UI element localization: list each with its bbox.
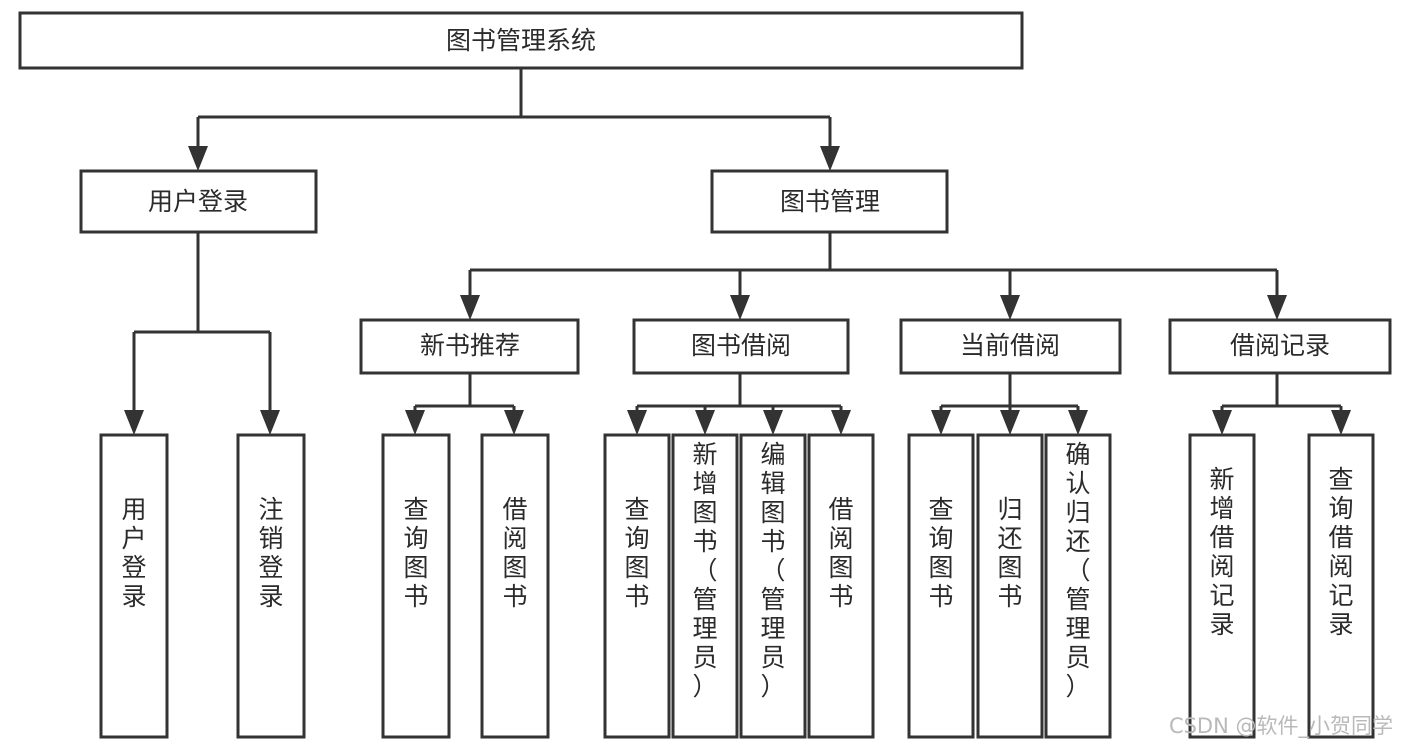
arrowhead-borrow-record-leaf-1 xyxy=(1212,410,1232,435)
leaf-node[interactable]: 注销登录 xyxy=(236,433,306,739)
leaf-node[interactable]: 查询图书 xyxy=(381,433,451,739)
leaf-label-user-login-1: 用户登录 xyxy=(121,495,146,611)
arrowhead-book-borrow-leaf-2 xyxy=(695,410,715,435)
node-borrow-record-box[interactable] xyxy=(1168,318,1392,375)
leaf-node[interactable]: 编辑图书（管理员） xyxy=(739,433,807,739)
node-user-login-label: 用户登录 xyxy=(148,187,248,216)
node-current-borrow-label: 当前借阅 xyxy=(960,331,1060,360)
leaf-node[interactable]: 归还图书 xyxy=(976,433,1044,739)
node-borrow-record-label: 借阅记录 xyxy=(1230,331,1330,360)
node-current-borrow[interactable]: 当前借阅 xyxy=(899,318,1122,375)
leaf-box-book-borrow-2[interactable] xyxy=(671,433,739,739)
leaf-node[interactable]: 确认归还（管理员） xyxy=(1044,433,1112,739)
leaf-label-user-login-2: 注销登录 xyxy=(258,495,283,611)
leaf-box-current-borrow-3[interactable] xyxy=(1044,433,1112,739)
node-book-manage[interactable]: 图书管理 xyxy=(710,169,949,234)
leaf-box-user-login-2[interactable] xyxy=(236,433,306,739)
leaf-label-borrow-record-2: 查询借阅记录 xyxy=(1328,465,1353,639)
leaf-box-borrow-record-2[interactable] xyxy=(1307,433,1375,739)
arrowhead-current-borrow-leaf-2 xyxy=(1000,410,1020,435)
arrowhead-user-login xyxy=(188,146,208,171)
arrowhead-new-book-leaf-2 xyxy=(504,410,524,435)
arrowhead-book-borrow xyxy=(730,295,750,320)
leaf-box-book-borrow-1[interactable] xyxy=(603,433,671,739)
arrowhead-current-borrow-leaf-1 xyxy=(931,410,951,435)
arrowhead-user-login-leaf-1 xyxy=(124,410,144,435)
node-book-borrow-box[interactable] xyxy=(632,318,850,375)
node-book-manage-box[interactable] xyxy=(710,169,949,234)
leaf-label-current-borrow-2: 归还图书 xyxy=(997,495,1022,611)
node-new-book-recommend-label: 新书推荐 xyxy=(420,331,520,360)
arrowhead-new-book-leaf-1 xyxy=(405,410,425,435)
leaf-label-book-borrow-4: 借阅图书 xyxy=(828,495,853,611)
node-root[interactable]: 图书管理系统 xyxy=(18,11,1024,70)
watermark-label: CSDN @软件_小贺同学 xyxy=(1169,714,1393,739)
node-borrow-record[interactable]: 借阅记录 xyxy=(1168,318,1392,375)
arrowhead-new-book-recommend xyxy=(460,295,480,320)
leaf-node[interactable]: 新增图书（管理员） xyxy=(671,433,739,739)
arrowhead-current-borrow-leaf-3 xyxy=(1068,410,1088,435)
node-book-borrow[interactable]: 图书借阅 xyxy=(632,318,850,375)
node-root-label: 图书管理系统 xyxy=(446,26,596,55)
leaf-label-book-borrow-3: 编辑图书（管理员） xyxy=(760,440,785,701)
node-user-login[interactable]: 用户登录 xyxy=(79,169,318,234)
leaf-node[interactable]: 查询借阅记录 xyxy=(1307,433,1375,739)
leaf-box-new-book-1[interactable] xyxy=(381,433,451,739)
node-current-borrow-box[interactable] xyxy=(899,318,1122,375)
arrowhead-book-borrow-leaf-1 xyxy=(627,410,647,435)
leaf-box-user-login-1[interactable] xyxy=(99,433,169,739)
leaf-label-current-borrow-3: 确认归还（管理员） xyxy=(1065,440,1090,701)
leaf-box-current-borrow-1[interactable] xyxy=(907,433,975,739)
node-user-login-box[interactable] xyxy=(79,169,318,234)
node-book-borrow-label: 图书借阅 xyxy=(691,331,791,360)
leaf-label-current-borrow-1: 查询图书 xyxy=(928,495,953,611)
leaf-node[interactable]: 查询图书 xyxy=(603,433,671,739)
leaf-label-borrow-record-1: 新增借阅记录 xyxy=(1209,465,1234,639)
node-new-book-recommend[interactable]: 新书推荐 xyxy=(359,318,580,375)
leaf-box-current-borrow-2[interactable] xyxy=(976,433,1044,739)
node-book-manage-label: 图书管理 xyxy=(780,187,880,216)
arrowhead-book-borrow-leaf-4 xyxy=(831,410,851,435)
arrowhead-book-borrow-leaf-3 xyxy=(763,410,783,435)
leaf-layer: 用户登录 注销登录 查询图书 借阅图书 查询图书 新增图书 xyxy=(99,433,1375,739)
leaf-node[interactable]: 查询图书 xyxy=(907,433,975,739)
connector-layer xyxy=(124,68,1351,435)
node-root-box[interactable] xyxy=(18,11,1024,70)
leaf-label-book-borrow-1: 查询图书 xyxy=(624,495,649,611)
leaf-box-new-book-2[interactable] xyxy=(480,433,550,739)
node-new-book-recommend-box[interactable] xyxy=(359,318,580,375)
leaf-label-book-borrow-2: 新增图书（管理员） xyxy=(692,440,717,701)
arrowhead-borrow-record xyxy=(1267,295,1287,320)
leaf-box-borrow-record-1[interactable] xyxy=(1188,433,1256,739)
leaf-node[interactable]: 借阅图书 xyxy=(480,433,550,739)
arrowhead-user-login-leaf-2 xyxy=(260,410,280,435)
leaf-label-new-book-2: 借阅图书 xyxy=(502,495,527,611)
leaf-label-new-book-1: 查询图书 xyxy=(403,495,428,611)
leaf-box-book-borrow-3[interactable] xyxy=(739,433,807,739)
leaf-node[interactable]: 借阅图书 xyxy=(807,433,875,739)
leaf-box-book-borrow-4[interactable] xyxy=(807,433,875,739)
leaf-node[interactable]: 新增借阅记录 xyxy=(1188,433,1256,739)
arrowhead-current-borrow xyxy=(1000,295,1020,320)
leaf-node[interactable]: 用户登录 xyxy=(99,433,169,739)
arrowhead-book-manage xyxy=(820,146,840,171)
arrowhead-borrow-record-leaf-2 xyxy=(1331,410,1351,435)
